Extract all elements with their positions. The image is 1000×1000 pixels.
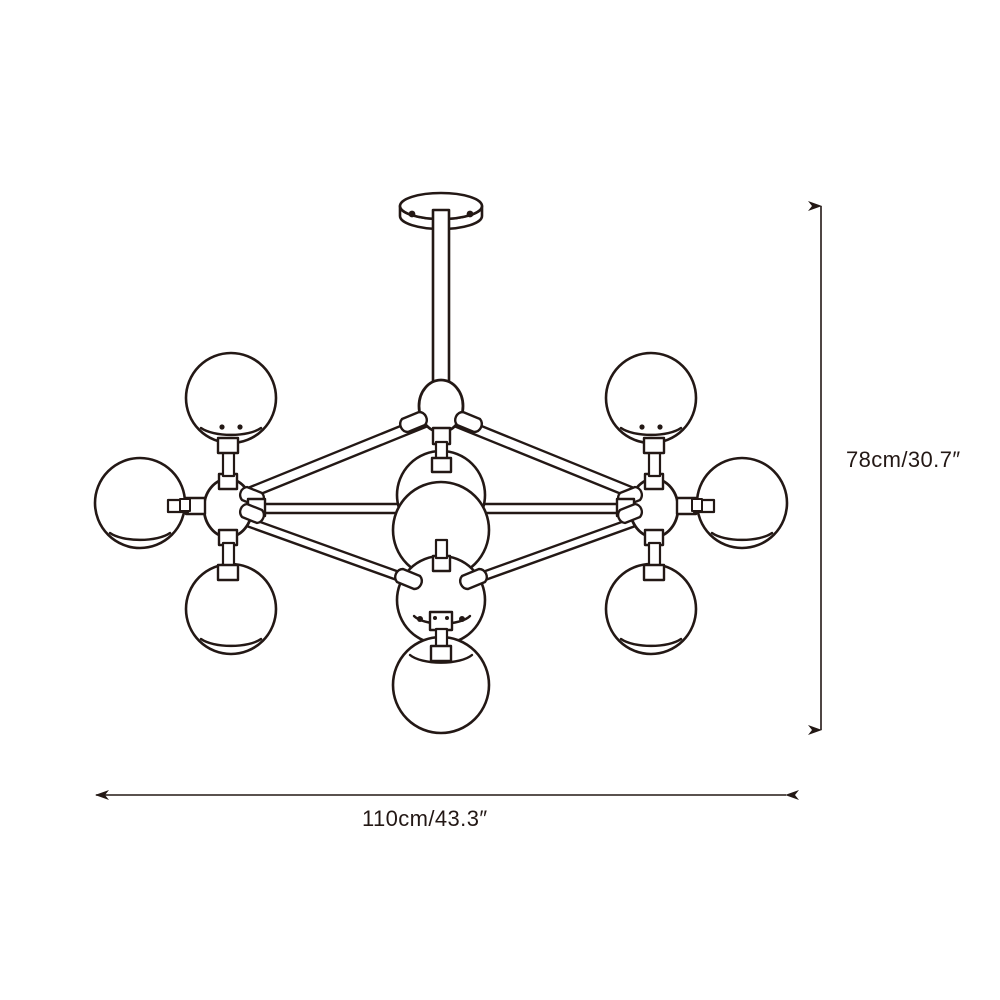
canopy-screw-right [466, 210, 474, 218]
globe-left-upper [184, 351, 278, 445]
socket-screw-right [459, 616, 465, 622]
dimension-lines [95, 201, 822, 800]
ceiling-canopy [398, 191, 484, 231]
socket-screw-left [417, 616, 423, 622]
top-hub [399, 378, 483, 474]
left-hub [166, 436, 267, 582]
canopy-screw-left [408, 210, 416, 218]
bottom-hub [394, 538, 488, 663]
height-dimension-label: 78cm/30.7″ [846, 447, 961, 472]
width-dimension-label: 110cm/43.3″ [362, 806, 488, 831]
drop-stem [431, 208, 451, 398]
globe-right-upper [604, 351, 698, 445]
globe-sockets [179, 424, 703, 512]
